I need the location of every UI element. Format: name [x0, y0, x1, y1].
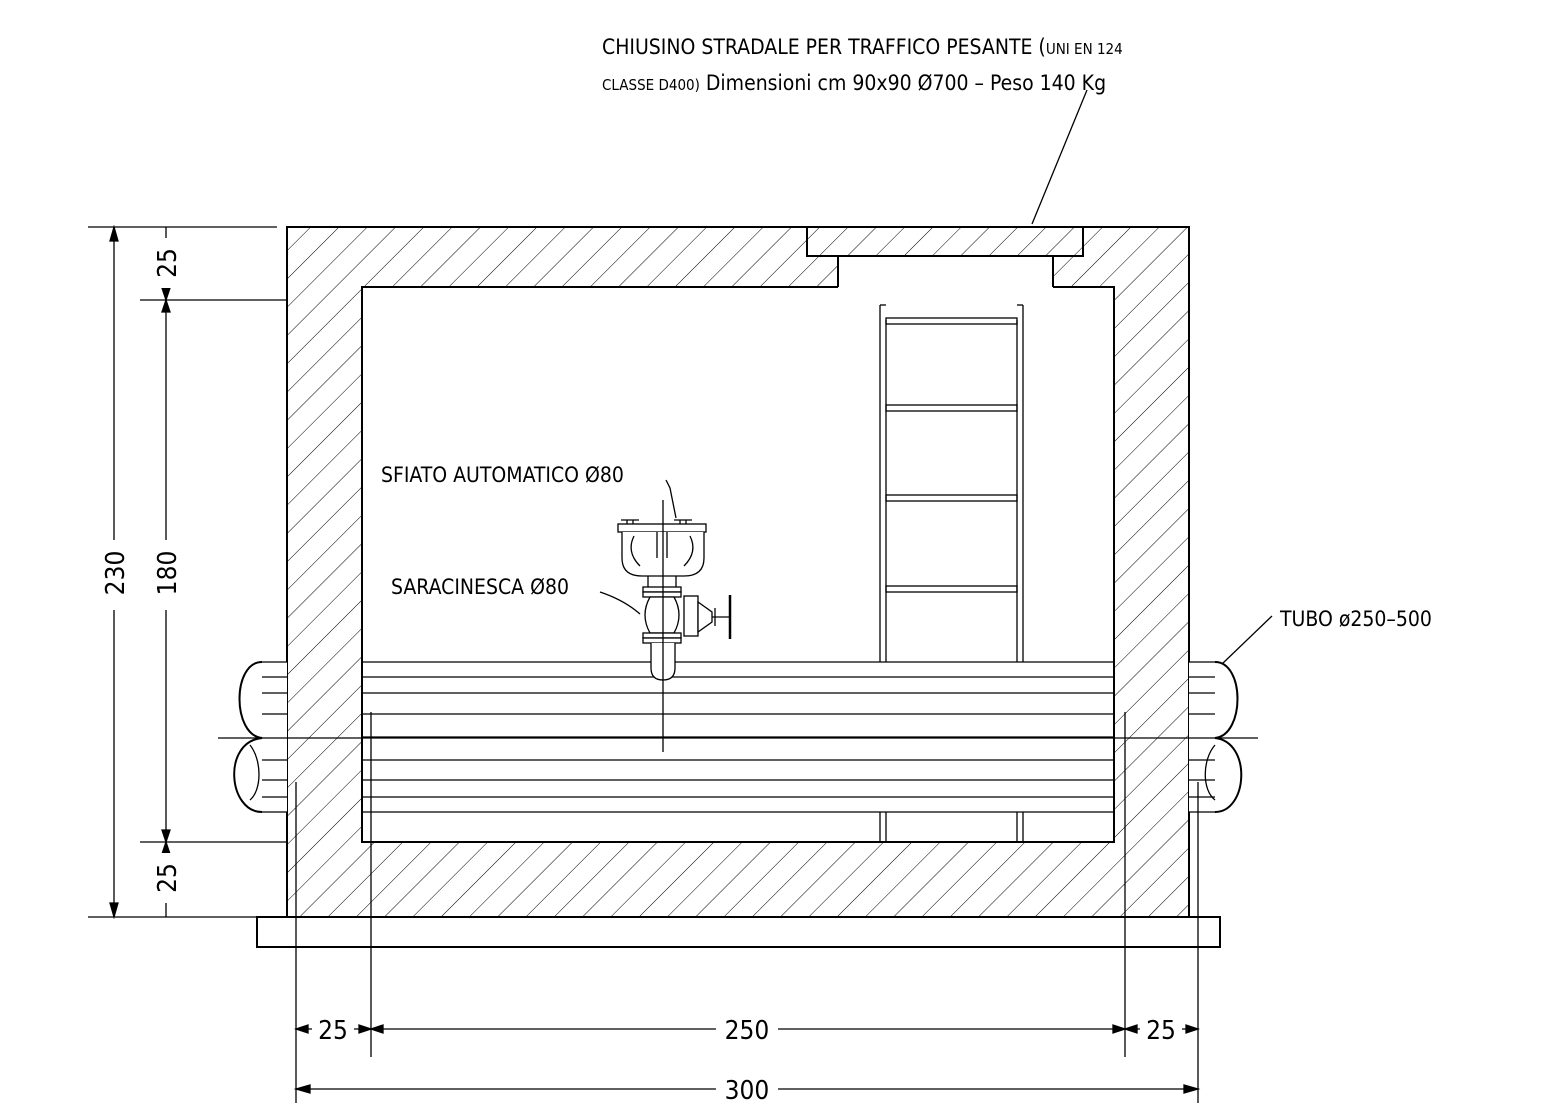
valve-assembly [617, 500, 732, 752]
dim-inner-width: 250 [725, 1016, 770, 1046]
pipe [218, 661, 1258, 813]
ladder [879, 304, 1024, 842]
dim-total-width: 300 [725, 1076, 770, 1103]
sfiato-label: SFIATO AUTOMATICO Ø80 [381, 463, 624, 487]
tubo-label: TUBO ø250–500 [1279, 607, 1432, 631]
leader-sfiato [665, 479, 677, 519]
dim-right-wall: 25 [1146, 1016, 1176, 1046]
leader-chiusino [1031, 89, 1088, 225]
dim-top-slab: 25 [153, 248, 183, 278]
leader-tubo [1221, 615, 1273, 665]
text-labels: CHIUSINO STRADALE PER TRAFFICO PESANTE (… [100, 35, 1432, 1103]
foundation-base [256, 916, 1221, 948]
dim-bottom-slab: 25 [153, 863, 183, 893]
manhole-cover [806, 226, 1084, 257]
concrete-structure [286, 226, 1190, 918]
dim-inner-height: 180 [153, 551, 183, 596]
leader-saracinesca [599, 591, 641, 615]
chiusino-label-line1: CHIUSINO STRADALE PER TRAFFICO PESANTE (… [602, 35, 1123, 59]
saracinesca-label: SARACINESCA Ø80 [391, 575, 569, 599]
outer-outline [286, 226, 1190, 918]
leader-lines [599, 89, 1273, 665]
concrete-walls-hatched [287, 227, 1189, 917]
inner-chamber [361, 286, 1115, 843]
dim-total-height: 230 [101, 551, 131, 596]
dim-left-wall: 25 [318, 1016, 348, 1046]
chiusino-label-line2: CLASSE D400) Dimensioni cm 90x90 Ø700 – … [602, 71, 1106, 95]
